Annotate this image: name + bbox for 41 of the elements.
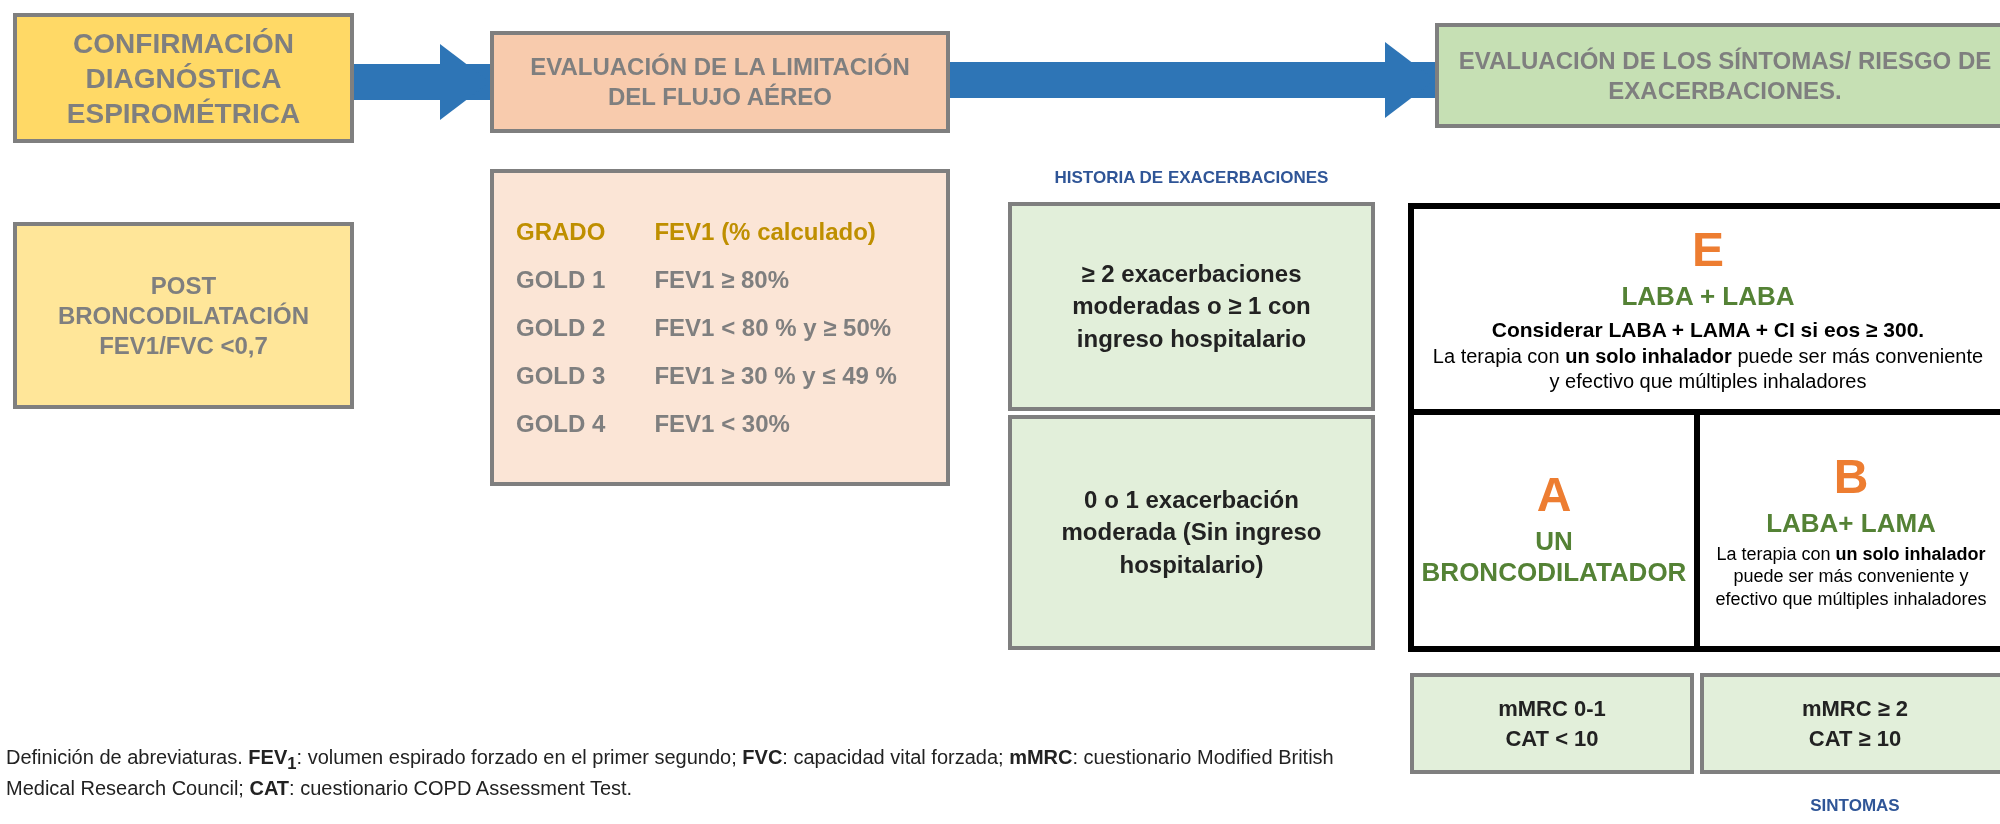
process-box (13, 13, 354, 143)
grade-text: GOLD 2 (516, 313, 607, 342)
box-title: CONFIRMACIÓN DIAGNÓSTICA ESPIROMÉTRICA (65, 26, 302, 131)
treatment-title: UN BRONCODILATADOR (1420, 525, 1688, 589)
range-text: FEV1 < 30% (654, 409, 791, 438)
box-text: mMRC 0-1 CAT < 10 (1497, 694, 1607, 753)
box-title: EVALUACIÓN DE LOS SÍNTOMAS/ RIESGO DE EXACERBACIONES. (1457, 45, 1993, 106)
group-letter: B (1833, 450, 1869, 504)
box-text: 0 o 1 exacerbación moderada (Sin ingreso hospitalario) (1060, 484, 1323, 580)
range-text: FEV1 ≥ 80% (654, 265, 790, 294)
treatment-note: La terapia con un solo inhalador puede ser más conveniente y efectivo que múltiples inhaladores (1714, 542, 1988, 611)
box-title: EVALUACIÓN DE LA LIMITACIÓN DEL FLUJO AÉREO (529, 52, 911, 112)
grade-text: GOLD 1 (516, 265, 607, 294)
exacerbation-box (1008, 415, 1375, 650)
treatment-note: La terapia con un solo inhalador puede ser más conveniente y efectivo que múltiples inhaladores (1431, 343, 1985, 394)
column-header: GRADO (516, 217, 607, 246)
grade-text: GOLD 3 (516, 361, 607, 390)
range-text: FEV1 < 80 % y ≥ 50% (654, 313, 893, 342)
range-text: FEV1 ≥ 30 % y ≤ 49 % (654, 361, 898, 390)
symptom-box (1700, 673, 2000, 774)
group-letter: A (1536, 468, 1572, 522)
exacerbation-box (1008, 202, 1375, 411)
footnote-text: Definición de abreviaturas. FEV$_{1}$: volumen espirado forzado en el primer segundo; FVC: capacidad vital forzada; mMRC: cuestionario Modified British Medical Research Council; CAT: cuestionario COPD Assessment Test. (6, 745, 1335, 801)
box-title: POST BRONCODILATACIÓN FEV1/FVC <0,7 (56, 270, 311, 361)
grade-table-box (490, 169, 950, 486)
block-arrow (354, 44, 490, 120)
symptom-box (1410, 673, 1694, 774)
box-text: ≥ 2 exacerbaciones moderadas o ≥ 1 con ingreso hospitalario (1071, 258, 1312, 354)
section-label: HISTORIA DE EXACERBACIONES (1053, 168, 1330, 188)
process-box (1435, 23, 2000, 128)
treatment-title: LABA + LABA (1621, 281, 1795, 313)
column-header: FEV1 (% calculado) (654, 217, 877, 246)
treatment-note: Considerar LABA + LAMA + CI si eos ≥ 300. (1491, 317, 1925, 344)
criteria-box (13, 222, 354, 409)
section-label: SINTOMAS (1809, 796, 1901, 816)
grade-text: GOLD 4 (516, 409, 607, 438)
block-arrow (950, 42, 1435, 118)
treatment-title: LABA+ LAMA (1766, 507, 1936, 539)
group-letter: E (1692, 224, 1724, 278)
process-box (490, 31, 950, 133)
box-text: mMRC ≥ 2 CAT ≥ 10 (1800, 694, 1910, 753)
